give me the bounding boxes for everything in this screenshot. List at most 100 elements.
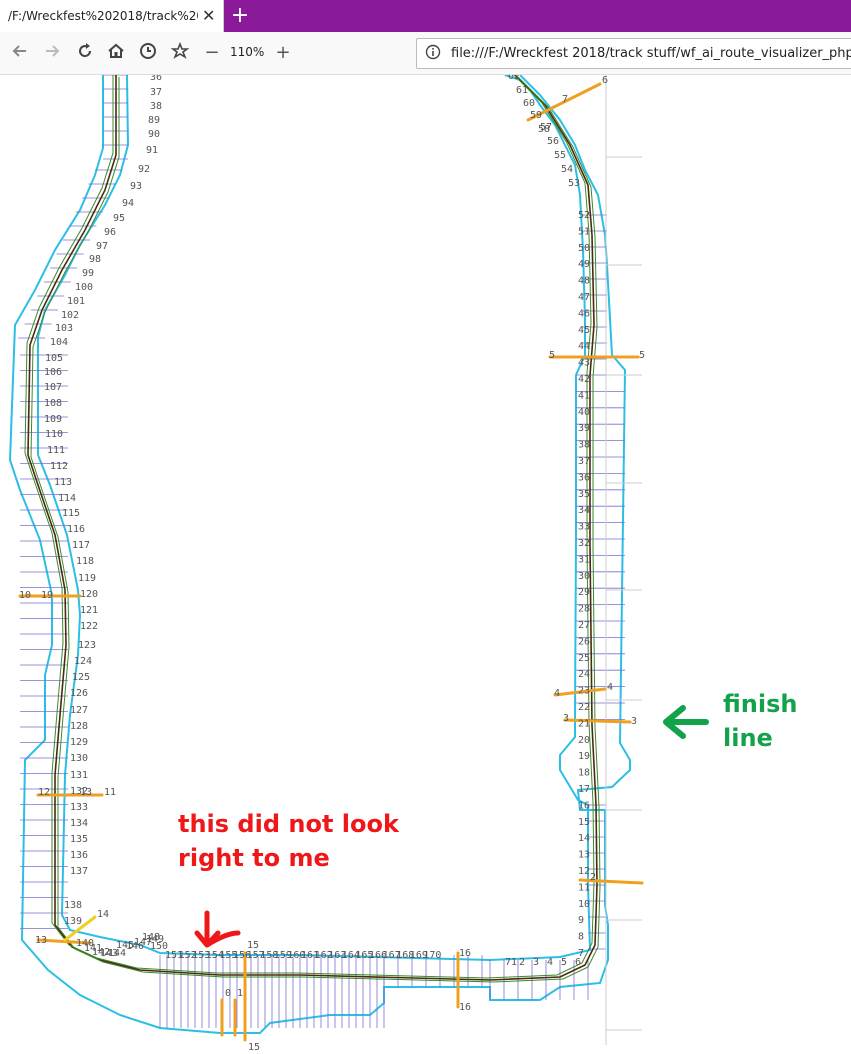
forward-button[interactable]: [40, 41, 64, 65]
waypoint-label: 15: [578, 817, 590, 828]
zoom-out-button[interactable]: −: [204, 42, 220, 63]
waypoint-label: 52: [578, 210, 590, 221]
waypoint-label: 21: [578, 718, 590, 729]
waypoint-label: 97: [96, 241, 108, 252]
reload-icon: [79, 43, 92, 58]
new-tab-button[interactable]: +: [230, 3, 250, 28]
waypoint-label: 47: [578, 292, 590, 303]
waypoint-label: 43: [578, 358, 590, 369]
waypoint-label: 41: [578, 390, 590, 401]
waypoint-label: 118: [76, 556, 94, 567]
checkpoint-label: 10: [19, 590, 31, 601]
waypoint-label: 110: [45, 429, 63, 440]
waypoint-label: 54: [561, 164, 573, 175]
reload-button[interactable]: [73, 41, 97, 65]
waypoint-label: 32: [578, 538, 590, 549]
waypoint-label: 22: [578, 702, 590, 713]
waypoint-label: 102: [61, 310, 79, 321]
checkpoint-line: [563, 718, 632, 724]
waypoint-label: 2: [519, 957, 525, 968]
address-bar[interactable]: file:///F:/Wreckfest 2018/track stuff/wf…: [416, 38, 851, 69]
waypoint-label: 161: [301, 950, 319, 961]
waypoint-label: 40: [578, 407, 590, 418]
waypoint-label: 157: [247, 950, 265, 961]
waypoint-label: 145: [116, 940, 134, 951]
zoom-in-button[interactable]: +: [275, 42, 291, 63]
waypoint-label: 19: [578, 751, 590, 762]
waypoint-label: 8: [578, 932, 584, 943]
waypoint-label: 71: [505, 957, 517, 968]
waypoint-label: 59: [530, 110, 542, 121]
waypoint-label: 30: [578, 571, 590, 582]
track-visualization: 3637388990919293949596979899100101102103…: [8, 71, 709, 1053]
waypoint-label: 11: [578, 882, 590, 893]
waypoint-label: 7: [578, 948, 584, 959]
home-button[interactable]: [104, 41, 128, 65]
history-button[interactable]: [136, 41, 160, 65]
waypoint-label: 155: [219, 950, 237, 961]
waypoint-label: 138: [64, 900, 82, 911]
waypoint-label: 38: [578, 440, 590, 451]
waypoint-label: 105: [45, 353, 63, 364]
waypoint-label: 125: [72, 672, 90, 683]
waypoint-label: 37: [150, 87, 162, 98]
waypoint-label: 124: [74, 656, 92, 667]
waypoint-label: 126: [70, 688, 88, 699]
waypoint-label: 56: [547, 136, 559, 147]
checkpoint-label: 19: [41, 590, 53, 601]
checkpoint-line: [36, 938, 92, 945]
comment-annotation: this did not look right to me: [178, 810, 399, 872]
waypoint-labels: 3637388990919293949596979899100101102103…: [44, 71, 590, 968]
zoom-level[interactable]: 110%: [230, 45, 265, 59]
checkpoint-line: [526, 82, 602, 122]
waypoint-label: 29: [578, 587, 590, 598]
waypoint-label: 100: [75, 282, 93, 293]
waypoint-label: 119: [78, 573, 96, 584]
checkpoint-line: [578, 878, 644, 885]
waypoint-label: 99: [82, 268, 94, 279]
waypoint-label: 50: [578, 243, 590, 254]
waypoint-label: 106: [44, 367, 62, 378]
waypoint-label: 152: [179, 950, 197, 961]
waypoint-label: 49: [578, 259, 590, 270]
checkpoint-line: [553, 687, 607, 697]
info-icon[interactable]: [425, 44, 441, 60]
track-boundary: [8, 74, 631, 1034]
waypoint-label: 132: [70, 786, 88, 797]
waypoint-label: 116: [67, 524, 85, 535]
waypoint-label: 51: [578, 226, 590, 237]
waypoint-label: 96: [104, 227, 116, 238]
checkpoint-label: 7: [562, 94, 568, 105]
tab-bar: /F:/Wreckfest%202018/track%20stuff ✕ +: [0, 0, 851, 32]
waypoint-label: 112: [50, 461, 68, 472]
checkpoint-label: 16: [459, 948, 471, 959]
waypoint-label: 57: [540, 122, 552, 133]
waypoint-label: 114: [58, 493, 76, 504]
waypoint-label: 143: [100, 948, 118, 959]
star-icon: [170, 41, 190, 59]
checkpoint-label: 6: [602, 75, 608, 86]
browser-tab[interactable]: /F:/Wreckfest%202018/track%20stuff ✕: [0, 0, 224, 32]
waypoint-label: 20: [578, 735, 590, 746]
waypoint-label: 35: [578, 489, 590, 500]
waypoint-label: 123: [78, 640, 96, 651]
waypoint-label: 144: [108, 948, 126, 959]
waypoint-label: 16: [578, 800, 590, 811]
waypoint-label: 38: [150, 101, 162, 112]
checkpoint-label: 16: [459, 1002, 471, 1013]
checkpoint-lines: [18, 82, 644, 1042]
arrow-left-icon: [12, 45, 26, 57]
waypoint-label: 60: [523, 98, 535, 109]
waypoint-label: 36: [578, 472, 590, 483]
waypoint-label: 24: [578, 669, 590, 680]
waypoint-label: 166: [369, 950, 387, 961]
bookmark-button[interactable]: [168, 41, 192, 65]
waypoint-label: 42: [578, 374, 590, 385]
checkpoint-label: 4: [607, 682, 613, 693]
back-button[interactable]: [8, 41, 32, 65]
waypoint-label: 163: [328, 950, 346, 961]
waypoint-label: 13: [578, 850, 590, 861]
waypoint-label: 153: [192, 950, 210, 961]
close-icon[interactable]: ✕: [202, 6, 216, 25]
checkpoint-label: 3: [631, 716, 637, 727]
